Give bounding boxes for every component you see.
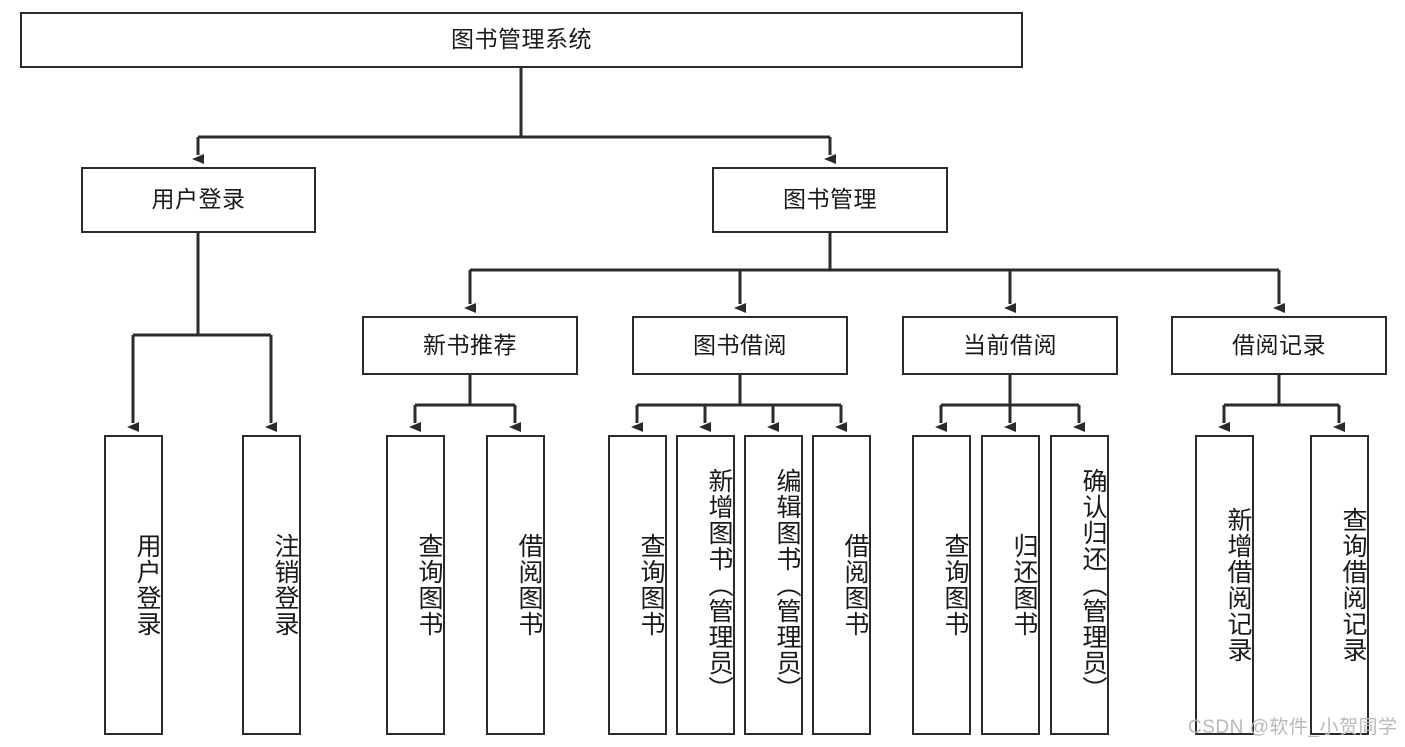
node-label: 编辑图书（管理员） [773,468,801,702]
leaf-edit-book-admin[interactable]: 编辑图书（管理员） [744,435,803,735]
node-borrow-record[interactable]: 借阅记录 [1171,316,1387,375]
node-label: 新增借阅记录 [1224,507,1252,663]
node-label: 图书管理系统 [451,26,592,53]
leaf-user-login[interactable]: 用户登录 [104,435,163,735]
node-label: 图书借阅 [693,331,787,358]
node-label: 当前借阅 [963,331,1057,358]
node-label: 借阅图书 [515,533,543,637]
leaf-query-borrow-record[interactable]: 查询借阅记录 [1310,435,1369,735]
node-label: 查询借阅记录 [1339,507,1367,663]
node-label: 用户登录 [151,186,246,213]
node-current-borrow[interactable]: 当前借阅 [902,316,1118,375]
leaf-query-book-1[interactable]: 查询图书 [386,435,445,735]
leaf-query-book-3[interactable]: 查询图书 [912,435,971,735]
node-label: 查询图书 [415,533,443,637]
node-book-management[interactable]: 图书管理 [712,167,948,233]
node-label: 归还图书 [1010,533,1038,637]
leaf-logout[interactable]: 注销登录 [242,435,301,735]
node-label: 新增图书（管理员） [705,468,733,702]
leaf-borrow-book-1[interactable]: 借阅图书 [486,435,545,735]
node-label: 查询图书 [637,533,665,637]
node-label: 确认归还（管理员） [1079,468,1107,702]
leaf-add-borrow-record[interactable]: 新增借阅记录 [1195,435,1254,735]
node-label: 借阅图书 [841,533,869,637]
leaf-confirm-return-admin[interactable]: 确认归还（管理员） [1050,435,1109,735]
node-label: 查询图书 [941,533,969,637]
node-label: 用户登录 [133,533,161,637]
leaf-add-book-admin[interactable]: 新增图书（管理员） [676,435,735,735]
node-label: 注销登录 [271,533,299,637]
node-root-system[interactable]: 图书管理系统 [20,12,1023,68]
node-label: 新书推荐 [423,331,517,358]
csdn-watermark: CSDN @软件_小贺同学 [1188,717,1398,738]
leaf-return-book[interactable]: 归还图书 [981,435,1040,735]
node-new-book-recommendation[interactable]: 新书推荐 [362,316,578,375]
node-label: 借阅记录 [1232,331,1326,358]
node-book-borrow[interactable]: 图书借阅 [632,316,848,375]
leaf-query-book-2[interactable]: 查询图书 [608,435,667,735]
node-user-login[interactable]: 用户登录 [81,167,316,233]
node-label: 图书管理 [783,186,877,213]
leaf-borrow-book-2[interactable]: 借阅图书 [812,435,871,735]
